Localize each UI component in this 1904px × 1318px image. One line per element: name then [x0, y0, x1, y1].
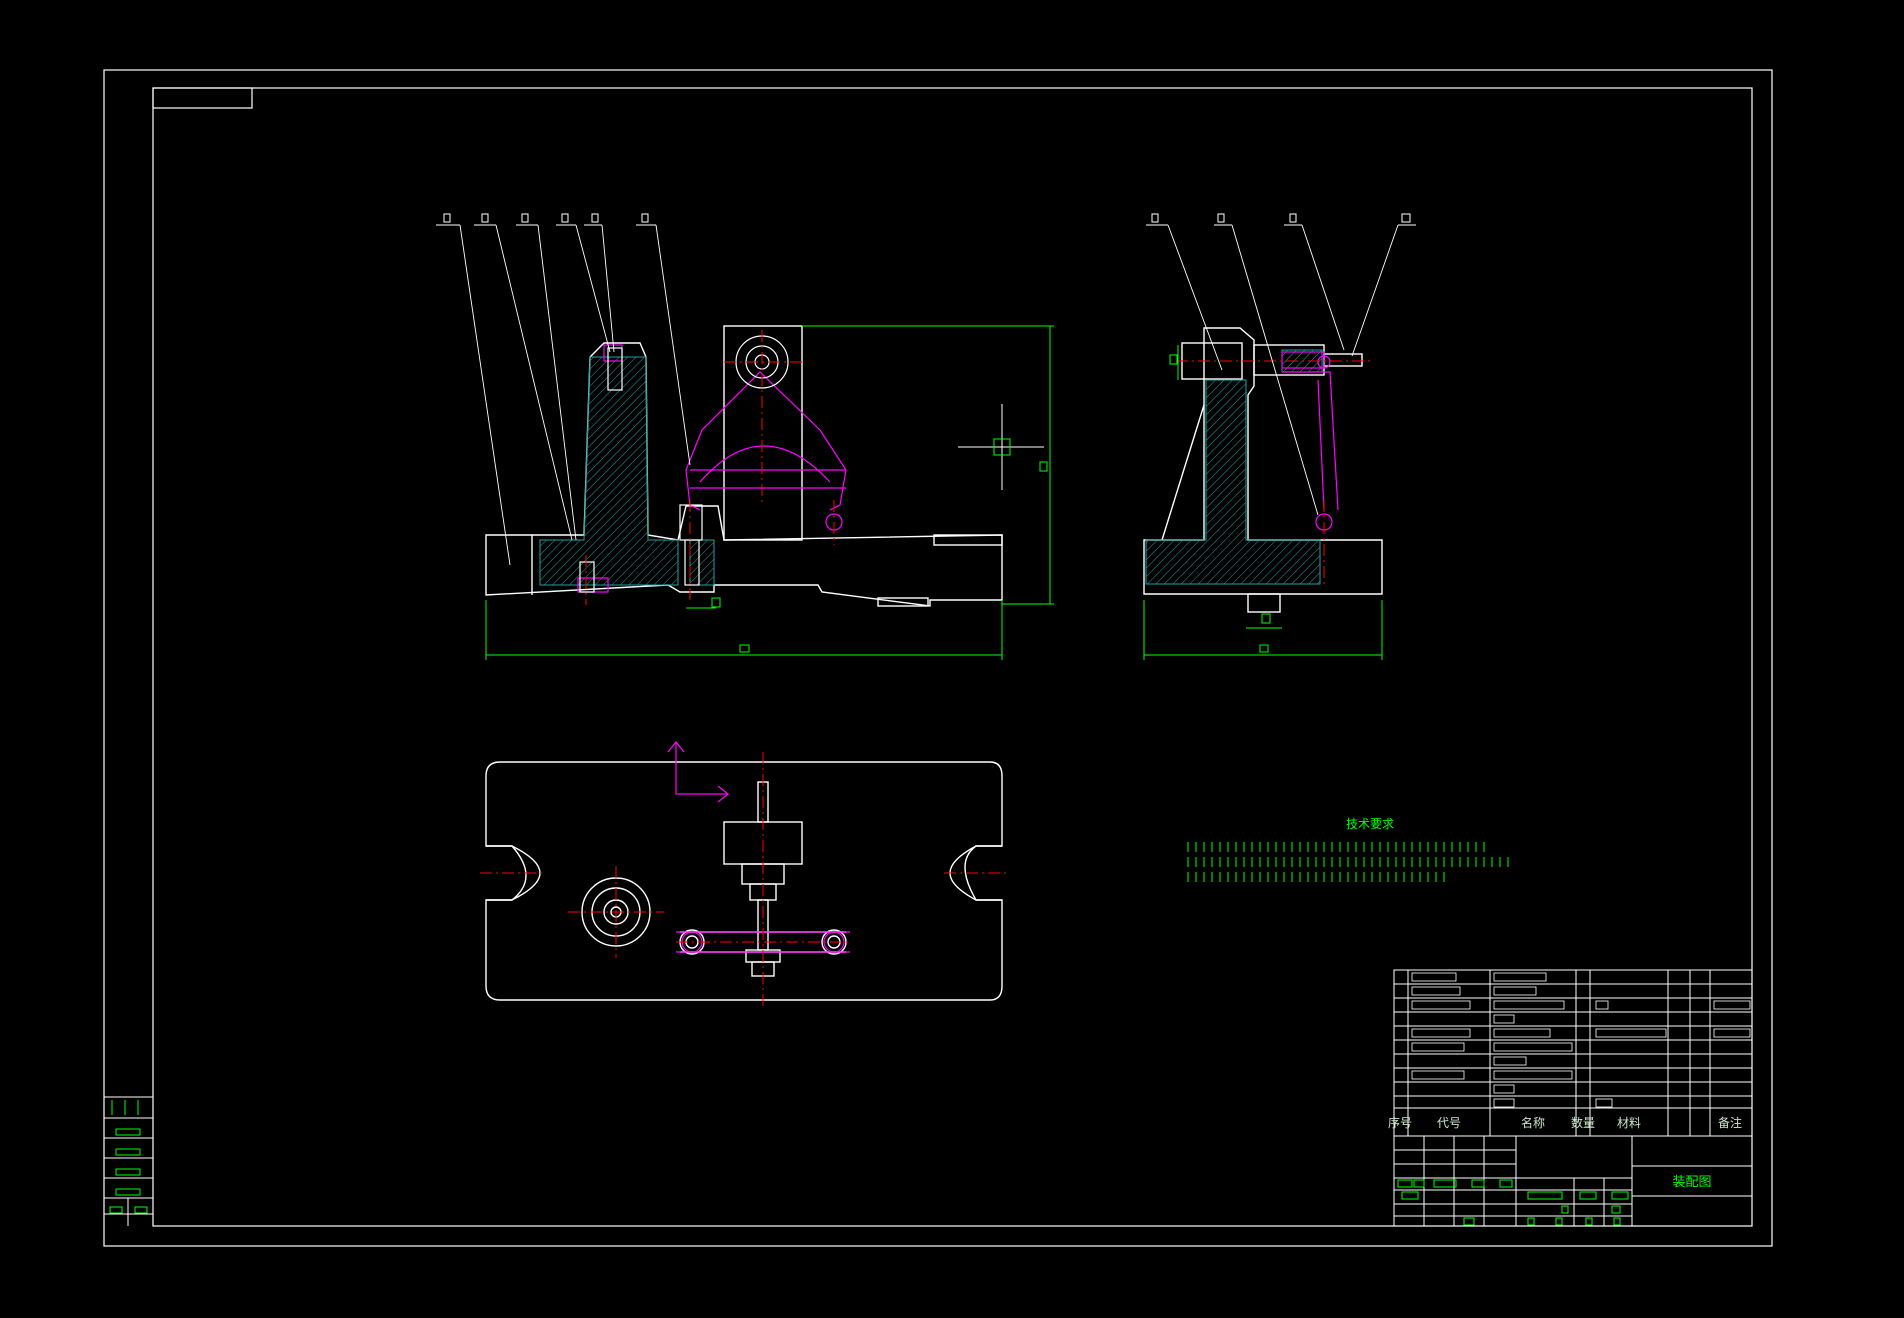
binding-strip [104, 1096, 153, 1226]
top-view-centerlines [480, 752, 1010, 1010]
bom-header-qty: 数量 [1571, 1115, 1595, 1130]
bom-header-seq: 序号 [1388, 1115, 1412, 1130]
side-view-leaders [1146, 224, 1416, 516]
top-view[interactable] [480, 741, 1010, 1010]
binding-strip-labels [109, 1100, 148, 1214]
drawing-title: 装配图 [1672, 1175, 1711, 1190]
front-view-phantom-lines [577, 344, 847, 593]
top-view-phantom [667, 741, 850, 953]
bom-header-name: 名称 [1521, 1115, 1545, 1130]
front-view-leaders [436, 224, 691, 566]
technical-requirements: 技术要求 [1187, 817, 1509, 882]
side-view-phantom-lines [1281, 351, 1339, 531]
title-block[interactable]: 装配图 [1393, 1135, 1753, 1227]
side-view-section-hatch [1145, 349, 1323, 585]
front-view[interactable] [436, 213, 1054, 660]
bom-header-code: 代号 [1437, 1116, 1461, 1130]
front-view-section-hatch [539, 356, 715, 586]
side-view-balloons [1151, 213, 1411, 223]
bom-header-material: 材料 [1617, 1116, 1641, 1130]
side-view-dimensions [1143, 345, 1383, 660]
cad-crosshair-cursor [958, 404, 1044, 490]
front-view-centerlines [585, 330, 835, 605]
front-view-body [485, 325, 1003, 607]
tech-req-title: 技术要求 [1346, 817, 1394, 831]
bom-header-row: 序号 代号 名称 数量 材料 备注 [1388, 1115, 1742, 1130]
top-view-plate [485, 761, 1003, 1001]
front-view-balloons [443, 213, 649, 223]
side-view-centerlines [1176, 360, 1370, 584]
outer-frame [103, 69, 1773, 1247]
side-view[interactable] [1143, 213, 1416, 660]
bill-of-materials[interactable]: 序号 代号 名称 数量 材料 备注 [1388, 969, 1753, 1137]
bom-header-note: 备注 [1718, 1115, 1742, 1130]
front-view-dimensions [485, 325, 1054, 660]
